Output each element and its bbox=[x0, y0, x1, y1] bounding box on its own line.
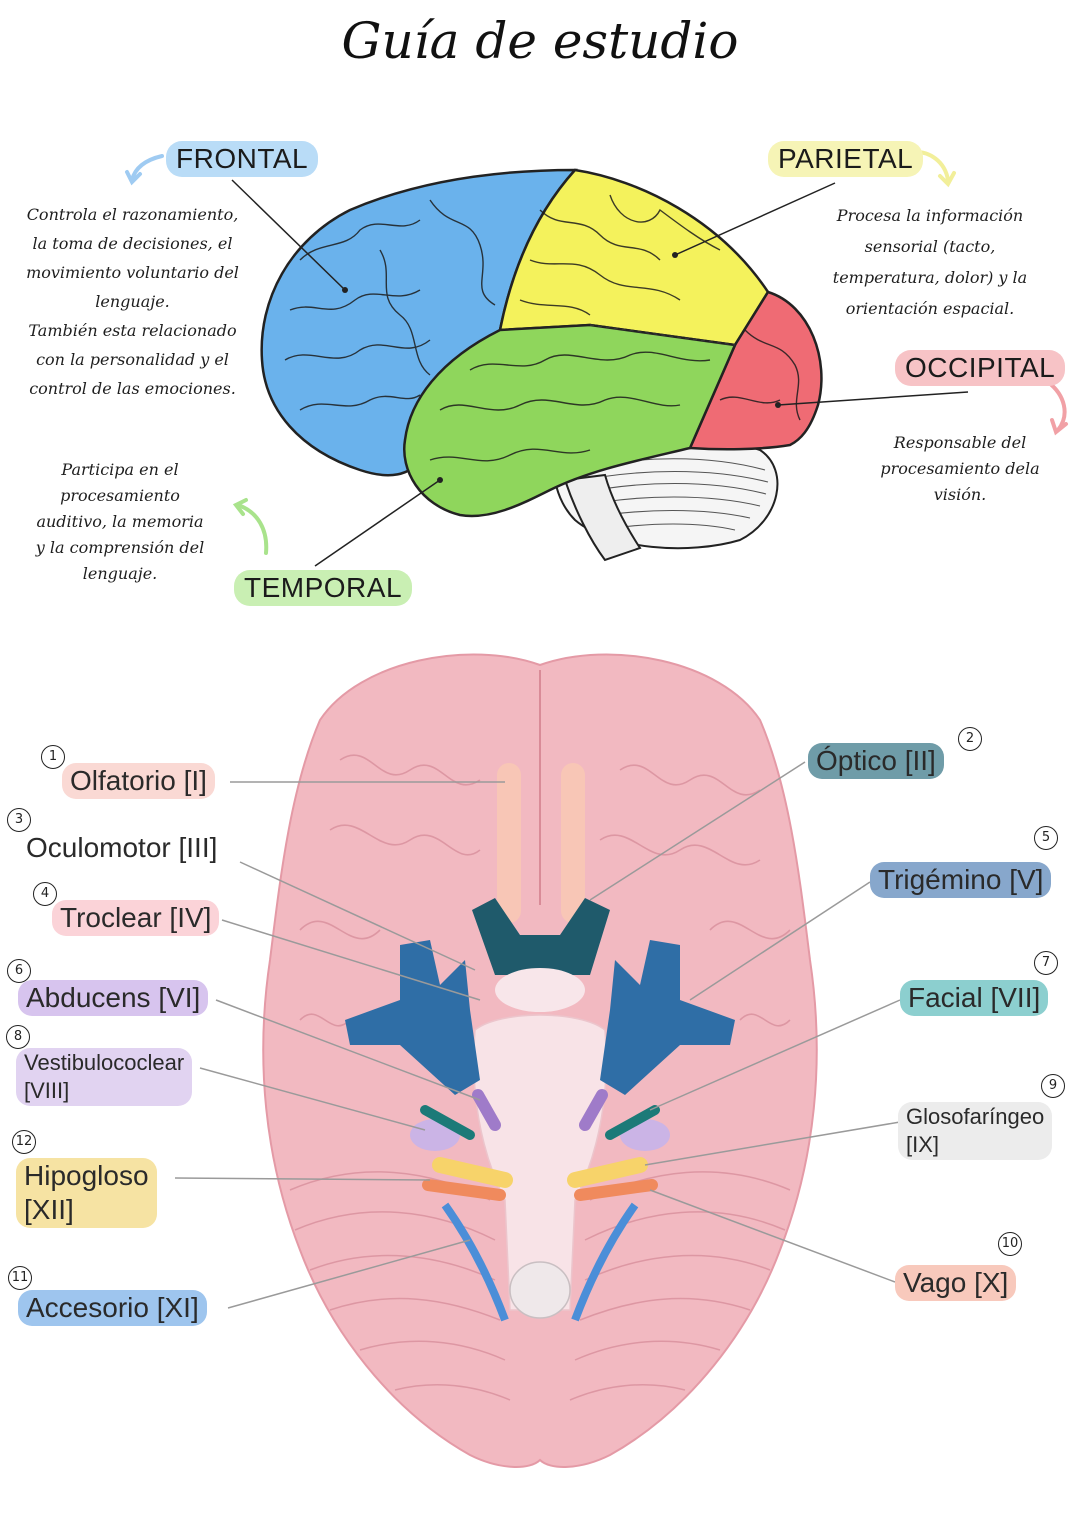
frontal-description: Controla el razonamiento, la toma de dec… bbox=[10, 200, 255, 403]
occipital-lobe bbox=[688, 290, 823, 451]
nerve-label-troclear: Troclear [IV] bbox=[52, 900, 220, 936]
desc-line: procesamiento bbox=[60, 486, 180, 505]
optic-chiasm bbox=[472, 898, 610, 975]
brainstem-lateral bbox=[563, 473, 642, 562]
nerve-label-line: [VIII] bbox=[24, 1078, 70, 1103]
desc-line: También esta relacionado bbox=[28, 321, 237, 340]
desc-line: lenguaje. bbox=[82, 564, 158, 583]
nerve-label-facial: Facial [VII] bbox=[900, 980, 1049, 1016]
nerve-label-vago: Vago [X] bbox=[895, 1265, 1017, 1301]
desc-line: Procesa la información bbox=[836, 206, 1024, 225]
nerve-label-abducens: Abducens [VI] bbox=[18, 980, 209, 1016]
desc-line: la toma de decisiones, el bbox=[32, 234, 233, 253]
desc-line: auditivo, la memoria bbox=[36, 512, 204, 531]
nerve-label-accesorio: Accesorio [XI] bbox=[18, 1290, 207, 1326]
nerve-number-11: 11 bbox=[8, 1266, 32, 1290]
trigeminal-left bbox=[345, 940, 480, 1095]
trigeminal-right bbox=[600, 940, 735, 1095]
nerve-label-line: Glosofaríngeo bbox=[906, 1104, 1045, 1129]
desc-line: temperatura, dolor) y la bbox=[832, 268, 1028, 287]
desc-line: Controla el razonamiento, bbox=[26, 205, 239, 224]
desc-line: procesamiento dela bbox=[880, 459, 1040, 478]
nerve-label-vestibulococlear: Vestibulococlear [VIII] bbox=[16, 1048, 193, 1106]
desc-line: movimiento voluntario del bbox=[26, 263, 239, 282]
temporal-description: Participa en el procesamiento auditivo, … bbox=[14, 457, 226, 587]
nerve-number-6: 6 bbox=[7, 959, 31, 983]
brainstem-inferior bbox=[473, 1014, 607, 1311]
page-title: Guía de estudio bbox=[341, 12, 739, 70]
parietal-label: PARIETAL bbox=[768, 141, 924, 177]
occipital-arrow bbox=[1046, 380, 1067, 432]
nerve-number-3: 3 bbox=[7, 808, 31, 832]
nerve-number-8: 8 bbox=[6, 1025, 30, 1049]
temporal-label: TEMPORAL bbox=[234, 570, 413, 606]
lateral-brain bbox=[125, 149, 1068, 567]
nerve-label-line: [IX] bbox=[906, 1132, 940, 1157]
desc-line: control de las emociones. bbox=[29, 379, 236, 398]
inferior-brain bbox=[174, 653, 901, 1468]
olfactory-bulb-left bbox=[497, 763, 521, 923]
nerve-label-line: [XII] bbox=[24, 1194, 74, 1225]
nerve-number-5: 5 bbox=[1034, 826, 1058, 850]
nerve-number-2: 2 bbox=[958, 727, 982, 751]
nerve-label-olfatorio: Olfatorio [I] bbox=[62, 763, 215, 799]
desc-line: sensorial (tacto, bbox=[864, 237, 996, 256]
occipital-description: Responsable del procesamiento dela visió… bbox=[865, 430, 1055, 508]
frontal-arrow bbox=[130, 154, 164, 182]
nerve-number-4: 4 bbox=[33, 882, 57, 906]
nerve-label-line: Hipogloso bbox=[24, 1160, 149, 1191]
olfactory-bulb-right bbox=[561, 763, 585, 923]
temporal-arrow bbox=[236, 503, 269, 555]
desc-line: orientación espacial. bbox=[845, 299, 1015, 318]
temporal-lobe bbox=[403, 323, 737, 518]
nerve-number-1: 1 bbox=[41, 745, 65, 769]
desc-line: Responsable del bbox=[893, 433, 1027, 452]
occipital-label: OCCIPITAL bbox=[895, 350, 1066, 386]
nerve-label-optico: Óptico [II] bbox=[808, 743, 944, 779]
desc-line: lenguaje. bbox=[95, 292, 170, 311]
nerve-label-line: Vestibulococlear bbox=[24, 1050, 185, 1075]
frontal-label: FRONTAL bbox=[166, 141, 319, 177]
nerve-label-trigemino: Trigémino [V] bbox=[870, 862, 1052, 898]
desc-line: con la personalidad y el bbox=[36, 350, 229, 369]
nerve-number-7: 7 bbox=[1034, 951, 1058, 975]
nerve-label-glosofaringeo: Glosofaríngeo [IX] bbox=[898, 1102, 1053, 1160]
desc-line: y la comprensión del bbox=[35, 538, 205, 557]
nerve-label-hipogloso: Hipogloso [XII] bbox=[16, 1158, 157, 1228]
desc-line: visión. bbox=[933, 485, 987, 504]
nerve-number-9: 9 bbox=[1041, 1074, 1065, 1098]
parietal-description: Procesa la información sensorial (tacto,… bbox=[810, 200, 1050, 324]
desc-line: Participa en el bbox=[61, 460, 179, 479]
nerve-label-oculomotor: Oculomotor [III] bbox=[18, 830, 226, 866]
nerve-number-10: 10 bbox=[998, 1232, 1022, 1256]
nerve-number-12: 12 bbox=[12, 1130, 36, 1154]
